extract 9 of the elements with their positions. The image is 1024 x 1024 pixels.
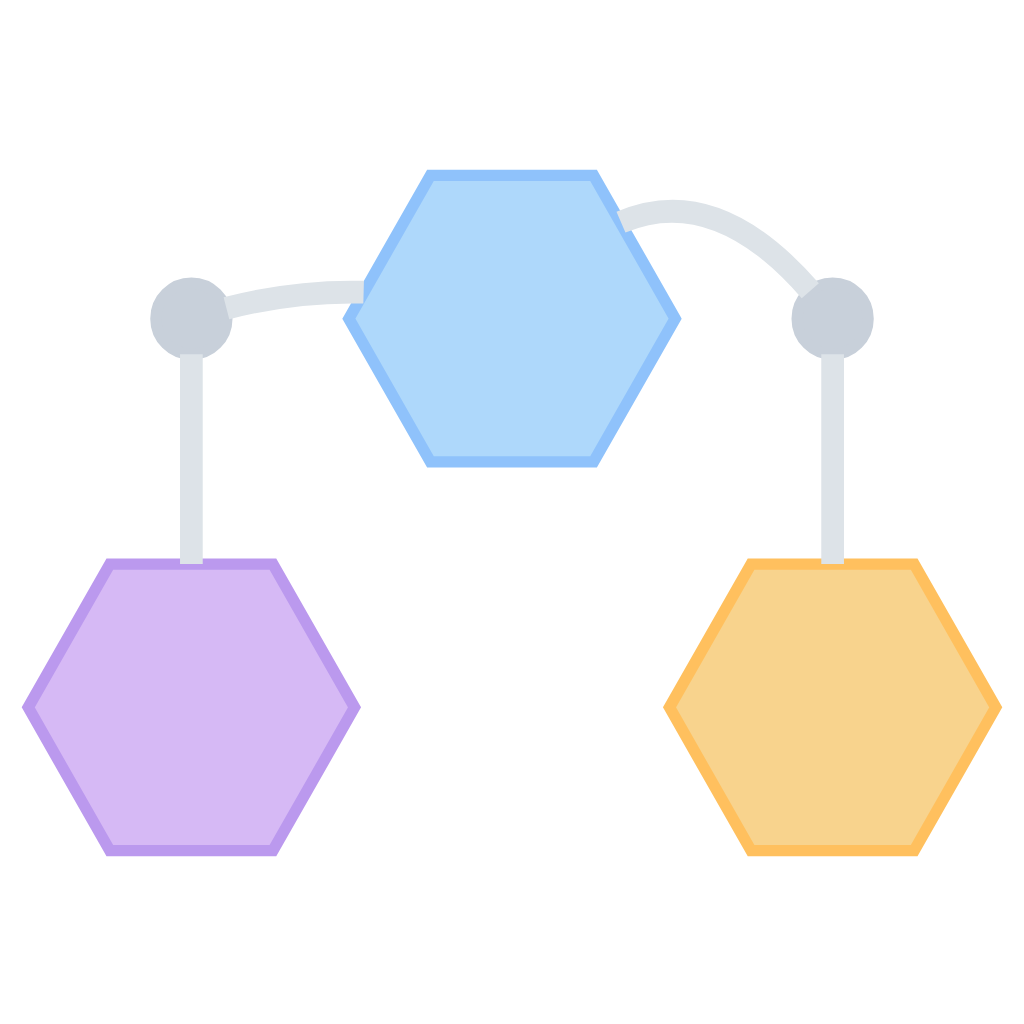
node-circle [791, 276, 874, 359]
node-hexagon [342, 168, 682, 467]
node-hexagon [662, 557, 1003, 856]
node-hexagon [21, 557, 362, 856]
connector [223, 279, 364, 319]
connector [617, 198, 819, 298]
connector [180, 353, 203, 564]
node-circle [150, 276, 233, 359]
connector [821, 353, 844, 564]
